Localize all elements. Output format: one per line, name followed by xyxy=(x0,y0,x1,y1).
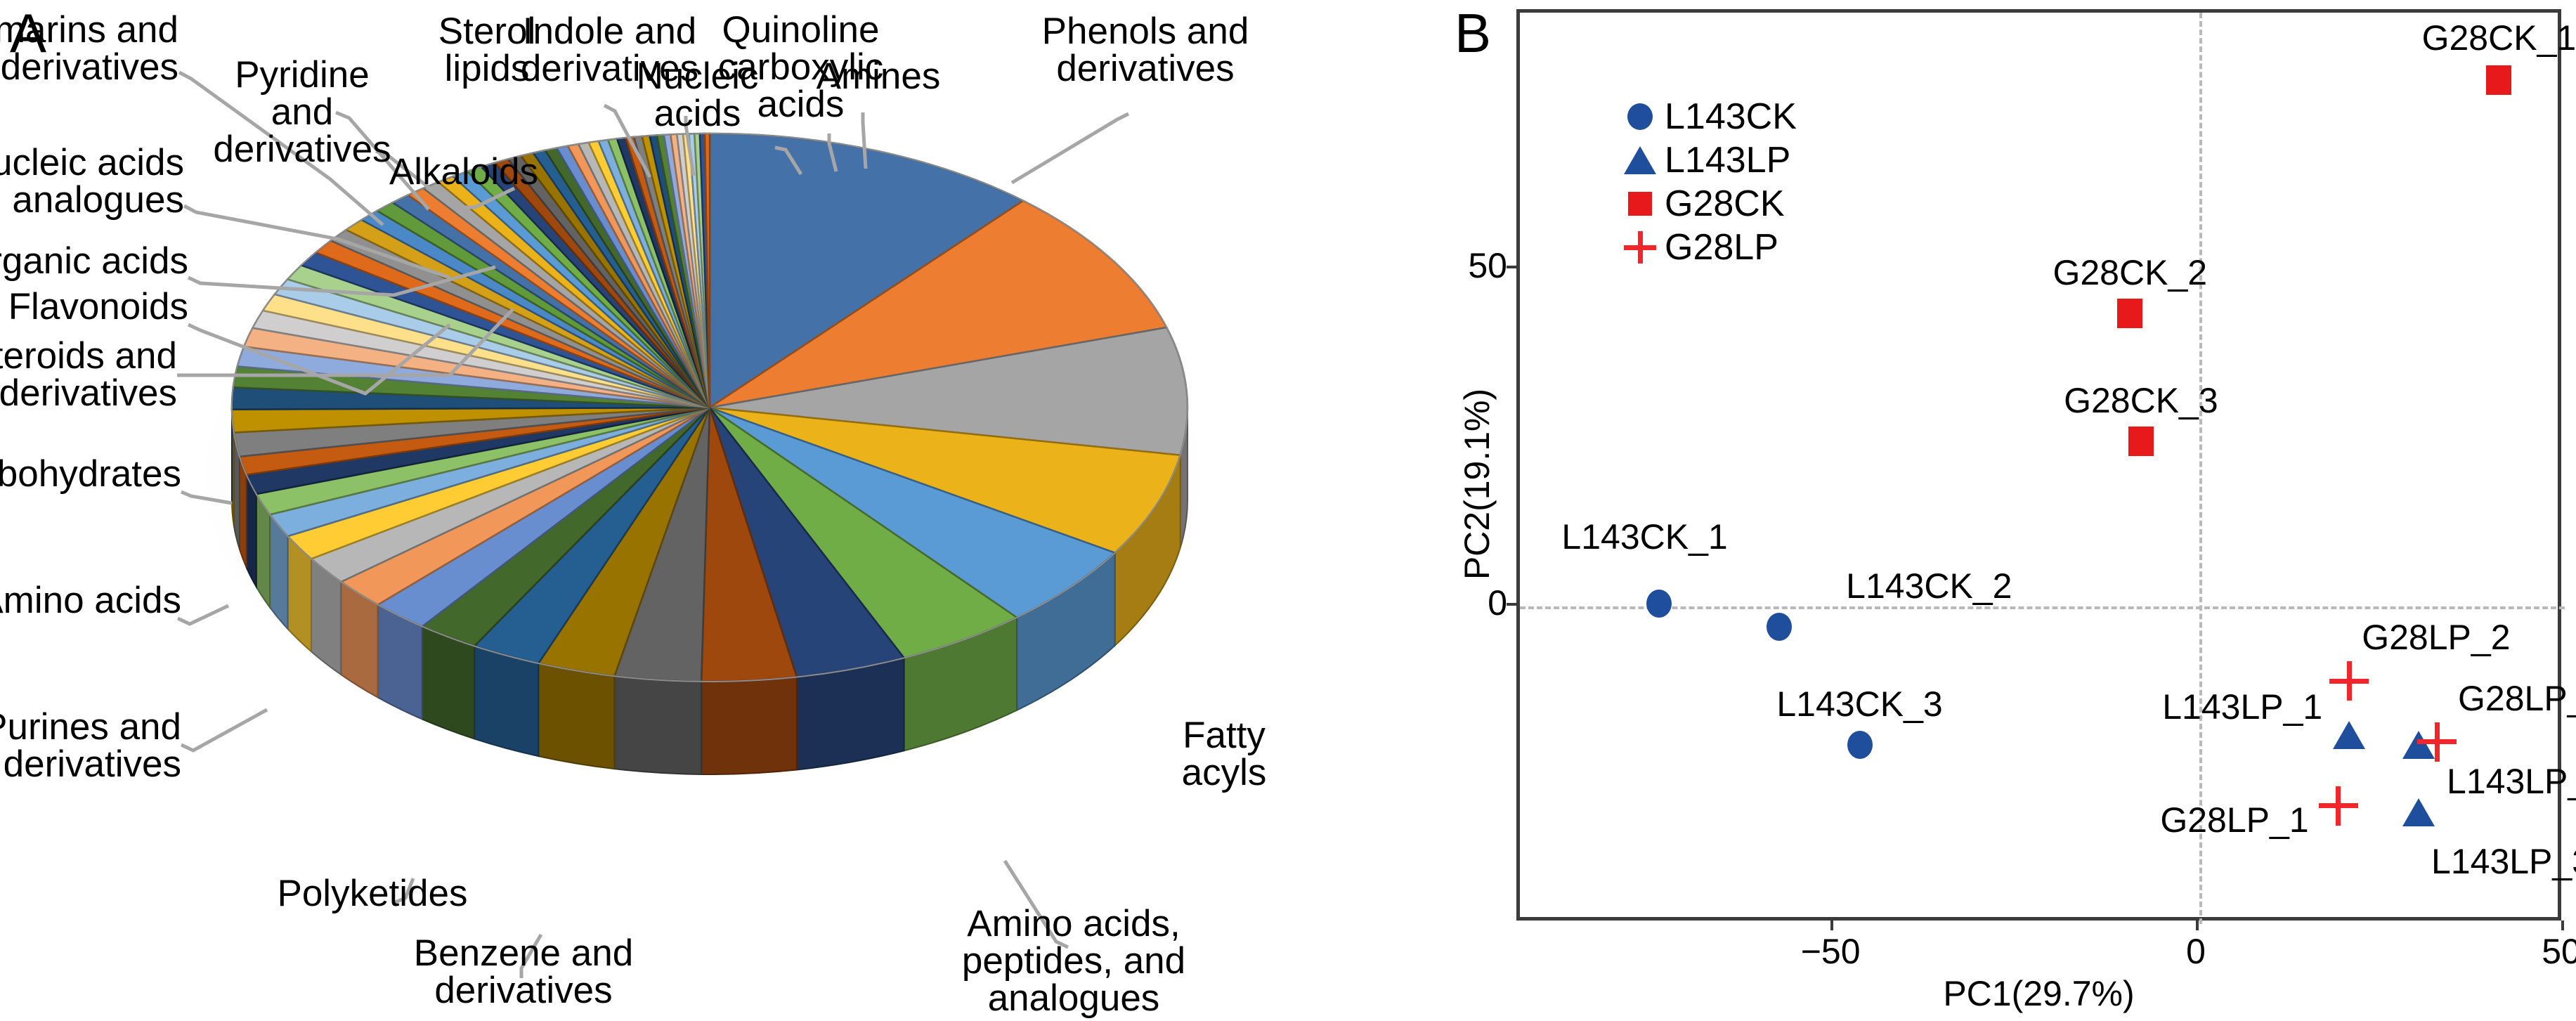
data-point-label: L143CK_1 xyxy=(1561,519,1727,554)
triangle-marker-icon xyxy=(1620,146,1660,174)
data-point-circle[interactable] xyxy=(1847,731,1873,759)
x-tick-label: −50 xyxy=(1801,931,1861,972)
pie-label-steroids: Steroids and derivatives xyxy=(0,337,177,412)
pie-label-benzene: Benzene and derivatives xyxy=(383,935,664,1009)
pie-label-flavonoids: Flavonoids xyxy=(0,288,188,325)
pie-label-carbohydrates: Carbohydrates xyxy=(0,455,181,493)
data-point-label: G28CK_3 xyxy=(2064,383,2218,418)
pie-label-polyketides: Polyketides xyxy=(256,875,488,912)
pie-slice-side xyxy=(614,676,701,774)
pie-label-amino-acids: Amino acids xyxy=(0,582,181,619)
square-marker-icon xyxy=(2128,427,2154,456)
data-point-label: L143CK_3 xyxy=(1776,687,1942,722)
x-tick xyxy=(2561,921,2564,930)
pie-label-organic-acids: Organic acids xyxy=(0,242,188,280)
data-point-plus[interactable] xyxy=(2329,661,2369,701)
triangle-marker-icon xyxy=(2402,798,2435,826)
triangle-marker-icon xyxy=(2333,721,2365,749)
y-axis-title: PC2(19.1%) xyxy=(1457,337,1497,632)
data-point-plus[interactable] xyxy=(2417,722,2457,762)
data-point-label: G28LP_3 xyxy=(2458,681,2576,716)
square-marker-icon xyxy=(1620,192,1660,216)
data-point-label: G28LP_1 xyxy=(2160,802,2308,838)
x-tick-label: 50 xyxy=(2542,931,2576,972)
pie-label-sterol-lipids: Sterol lipids xyxy=(420,13,554,87)
pie-label-phenols: Phenols and derivatives xyxy=(1005,13,1286,87)
x-tick xyxy=(2196,921,2199,930)
pie-slice-side xyxy=(474,646,538,756)
pie-label-pyridine: Pyridine and derivatives xyxy=(211,56,393,168)
zero-line-horizontal xyxy=(1520,606,2565,609)
data-point-circle[interactable] xyxy=(1646,590,1672,618)
data-point-plus[interactable] xyxy=(2319,786,2358,826)
pie-label-fatty-acyls: Fatty acyls xyxy=(1147,717,1301,791)
x-tick xyxy=(1830,921,1833,930)
legend-item-l143lp[interactable]: L143LP xyxy=(1620,138,1797,182)
pie-slice-side xyxy=(701,677,797,774)
legend-label-l143lp: L143LP xyxy=(1660,142,1790,178)
data-point-label: G28CK_1 xyxy=(2422,20,2576,56)
data-point-square[interactable] xyxy=(2117,299,2142,328)
circle-marker-icon xyxy=(1767,613,1792,641)
data-point-triangle[interactable] xyxy=(2402,798,2435,826)
circle-marker-icon xyxy=(1847,731,1873,759)
pie-slice-side xyxy=(538,663,614,769)
y-tick-label: 50 xyxy=(1468,245,1507,286)
square-marker-icon xyxy=(2117,299,2142,328)
data-point-label: L143CK_2 xyxy=(1846,568,2012,604)
legend-label-g28lp: G28LP xyxy=(1660,229,1778,266)
pie-label-alkaloids: Alkaloids xyxy=(379,153,548,190)
data-point-circle[interactable] xyxy=(1767,613,1792,641)
legend-item-g28lp[interactable]: G28LP xyxy=(1620,226,1797,269)
data-point-label: L143LP_1 xyxy=(2162,689,2322,724)
data-point-label: G28CK_2 xyxy=(2053,255,2207,290)
pie-label-amino-acids-peptides: Amino acids, peptides, and analogues xyxy=(926,905,1221,1017)
plus-marker-icon xyxy=(2319,786,2358,826)
data-point-square[interactable] xyxy=(2128,427,2154,456)
legend-item-l143ck[interactable]: L143CK xyxy=(1620,95,1797,138)
circle-marker-icon xyxy=(1620,103,1660,130)
pie-label-purines: Purines and derivatives xyxy=(0,708,181,783)
y-tick xyxy=(1507,603,1516,606)
plus-marker-icon xyxy=(2417,722,2457,762)
y-tick xyxy=(1507,266,1516,268)
data-point-label: L143LP_2 xyxy=(2447,764,2576,799)
data-point-square[interactable] xyxy=(2486,65,2511,95)
panel-a-pie-chart: A xyxy=(0,0,1448,1017)
circle-marker-icon xyxy=(1646,590,1672,618)
zero-line-vertical xyxy=(2199,13,2202,924)
plus-marker-icon xyxy=(2329,661,2369,701)
panel-b-letter: B xyxy=(1455,6,1491,60)
pie-label-nucleic-acids-analogues: Nucleic acids and analogues xyxy=(0,144,184,219)
legend-label-g28ck: G28CK xyxy=(1660,186,1785,222)
legend-label-l143ck: L143CK xyxy=(1660,98,1797,135)
legend-item-g28ck[interactable]: G28CK xyxy=(1620,182,1797,226)
pie-label-coumarins: Coumarins and derivatives xyxy=(0,11,178,86)
scatter-legend: L143CK L143LP G28CK G28LP xyxy=(1620,95,1797,269)
data-point-triangle[interactable] xyxy=(2333,721,2365,749)
data-point-label: L143LP_3 xyxy=(2431,844,2576,879)
x-tick-label: 0 xyxy=(2186,931,2206,972)
data-point-label: G28LP_2 xyxy=(2362,620,2510,655)
square-marker-icon xyxy=(2486,65,2511,95)
x-axis-title: PC1(29.7%) xyxy=(1516,973,2561,1014)
plus-marker-icon xyxy=(1620,231,1660,264)
pie-top-face xyxy=(232,134,1188,682)
